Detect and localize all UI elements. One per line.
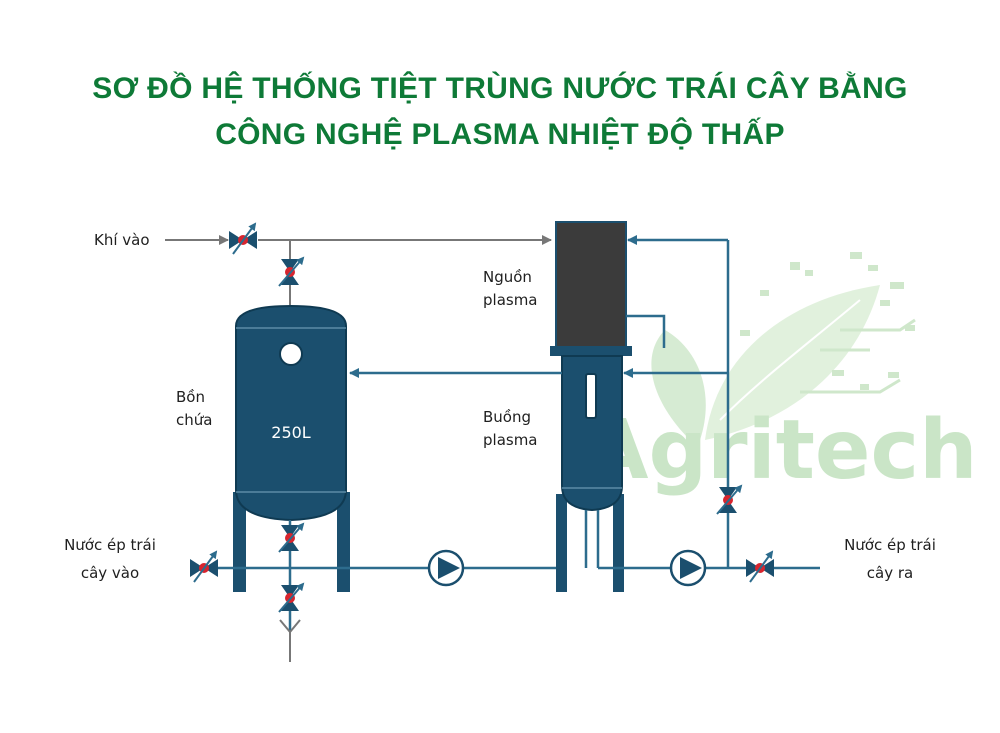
chamber-leg-right: [613, 494, 624, 592]
plasma-source-label-line-1: Nguồn: [483, 268, 532, 286]
plasma-unit: [550, 221, 632, 592]
valve-juice-inlet-icon: [190, 550, 218, 583]
plasma-chamber-label-line-1: Buồng: [483, 408, 531, 426]
plasma-source-label-line-2: plasma: [483, 291, 538, 309]
juice-outlet-label-line-2: cây ra: [867, 564, 913, 582]
tank-capacity-label: 250L: [271, 423, 311, 442]
plasma-source: [555, 221, 627, 349]
pump-2-icon: [669, 549, 707, 587]
diagram-title: SƠ ĐỒ HỆ THỐNG TIỆT TRÙNG NƯỚC TRÁI CÂY …: [0, 66, 1000, 158]
tank-label-line-2: chứa: [176, 411, 212, 429]
gas-lines: [165, 235, 552, 306]
juice-inlet-label-line-2: cây vào: [81, 564, 139, 582]
title-line-1: SƠ ĐỒ HỆ THỐNG TIỆT TRÙNG NƯỚC TRÁI CÂY …: [92, 72, 908, 105]
drain-outlet-icon: [279, 619, 301, 662]
source-cooling-loop: [626, 314, 666, 348]
valve-recirculation-icon: [716, 484, 743, 515]
juice-outlet-label-line-1: Nước ép trái: [844, 536, 936, 554]
valve-gas-tank-icon: [278, 256, 305, 287]
agritech-watermark: Agritech: [585, 252, 978, 498]
plasma-flange: [550, 346, 632, 356]
tank-body: [235, 304, 347, 522]
tank-sight-glass: [279, 342, 303, 366]
watermark-text: Agritech: [585, 403, 978, 498]
air-inlet-label: Khí vào: [94, 231, 150, 249]
pump-1-icon: [427, 549, 465, 587]
title-line-2: CÔNG NGHỆ PLASMA NHIỆT ĐỘ THẤP: [215, 118, 785, 151]
juice-inlet-label-line-1: Nước ép trái: [64, 536, 156, 554]
plasma-chamber: [561, 355, 623, 512]
valve-air-inlet-icon: [229, 222, 257, 255]
chamber-window: [585, 373, 597, 419]
valve-juice-outlet-icon: [746, 550, 774, 583]
leaf-logo-icon: [651, 252, 916, 440]
chamber-leg-left: [556, 494, 567, 592]
valve-tank-outlet-icon: [278, 522, 305, 553]
plasma-chamber-label-line-2: plasma: [483, 431, 538, 449]
valve-drain-icon: [278, 582, 305, 613]
tank-label-line-1: Bồn: [176, 388, 205, 406]
